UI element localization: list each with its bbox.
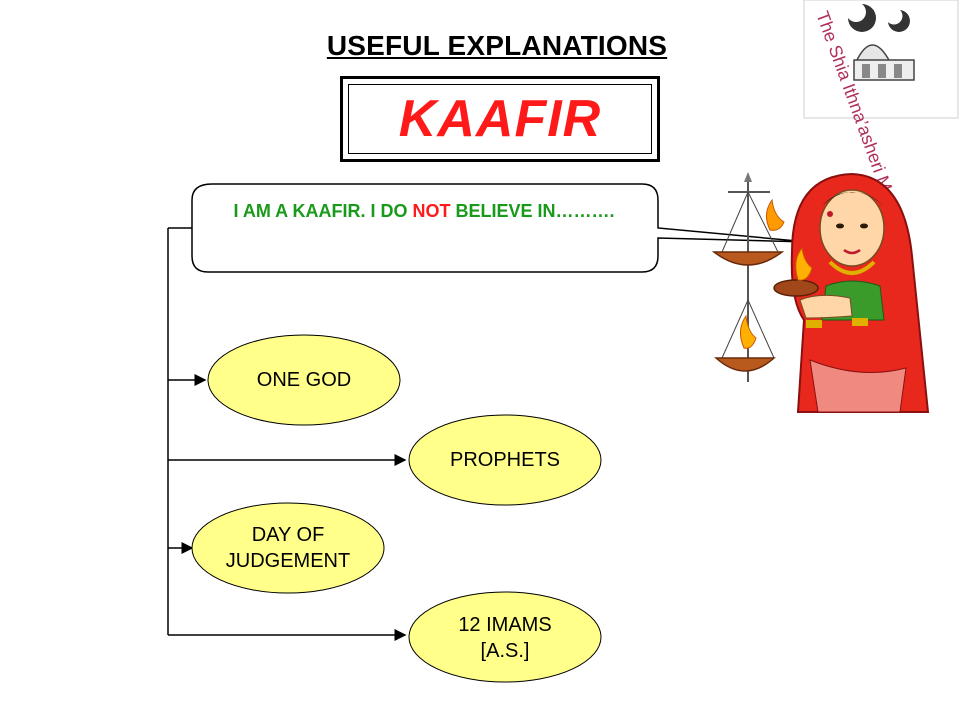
connector-lines (167, 227, 407, 641)
title-box: KAAFIR (340, 76, 660, 162)
page-title: KAAFIR (398, 90, 602, 148)
oval-label-one-god: ONE GOD (256, 369, 352, 391)
speech-part2: BELIEVE IN………. (450, 201, 615, 221)
oval-day-of-judgement (191, 502, 385, 594)
oval-12-imams (408, 591, 602, 683)
oval-one-god (207, 334, 401, 426)
speech-text: I AM A KAAFIR. I DO NOT BELIEVE IN………. (200, 196, 648, 226)
speech-negation: NOT (412, 201, 451, 221)
woman-with-scales-illustration (711, 172, 930, 413)
oval-label-prophets: PROPHETS (449, 449, 561, 471)
oval-label-12-imams: 12 IMAMS [A.S.] (458, 614, 552, 662)
page-heading: USEFUL EXPLANATIONS (326, 30, 668, 61)
oval-prophets (408, 414, 602, 506)
oval-label-day-of-judgement: DAY OF JUDGEMENT (225, 524, 351, 572)
speech-bubble (191, 183, 809, 273)
speech-part1: I AM A KAAFIR. I DO (233, 201, 413, 221)
